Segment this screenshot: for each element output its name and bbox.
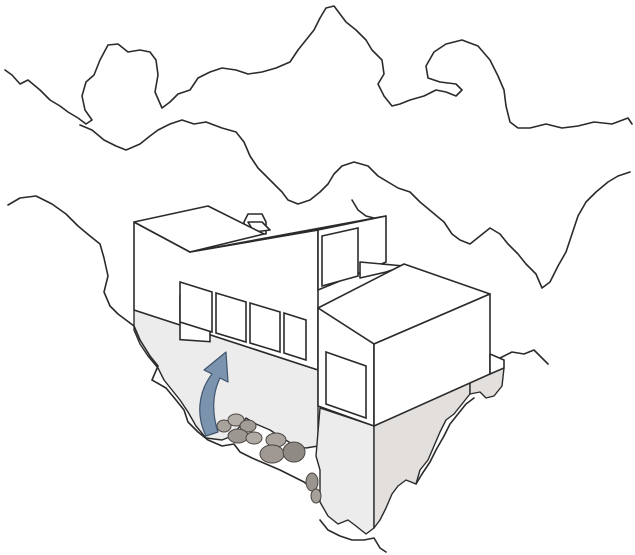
boulder [311, 489, 321, 503]
contour-line-bottom [352, 200, 374, 218]
window [250, 303, 280, 352]
boulder [306, 473, 318, 491]
window [216, 293, 246, 342]
contour-line-top [5, 6, 632, 128]
boulder [246, 432, 262, 444]
boulder [260, 445, 284, 463]
window [284, 313, 306, 360]
contour-line-left [8, 196, 134, 326]
boulder [228, 429, 248, 443]
boulder [283, 442, 305, 462]
window [322, 228, 358, 286]
foundation-front-wall [316, 408, 374, 534]
